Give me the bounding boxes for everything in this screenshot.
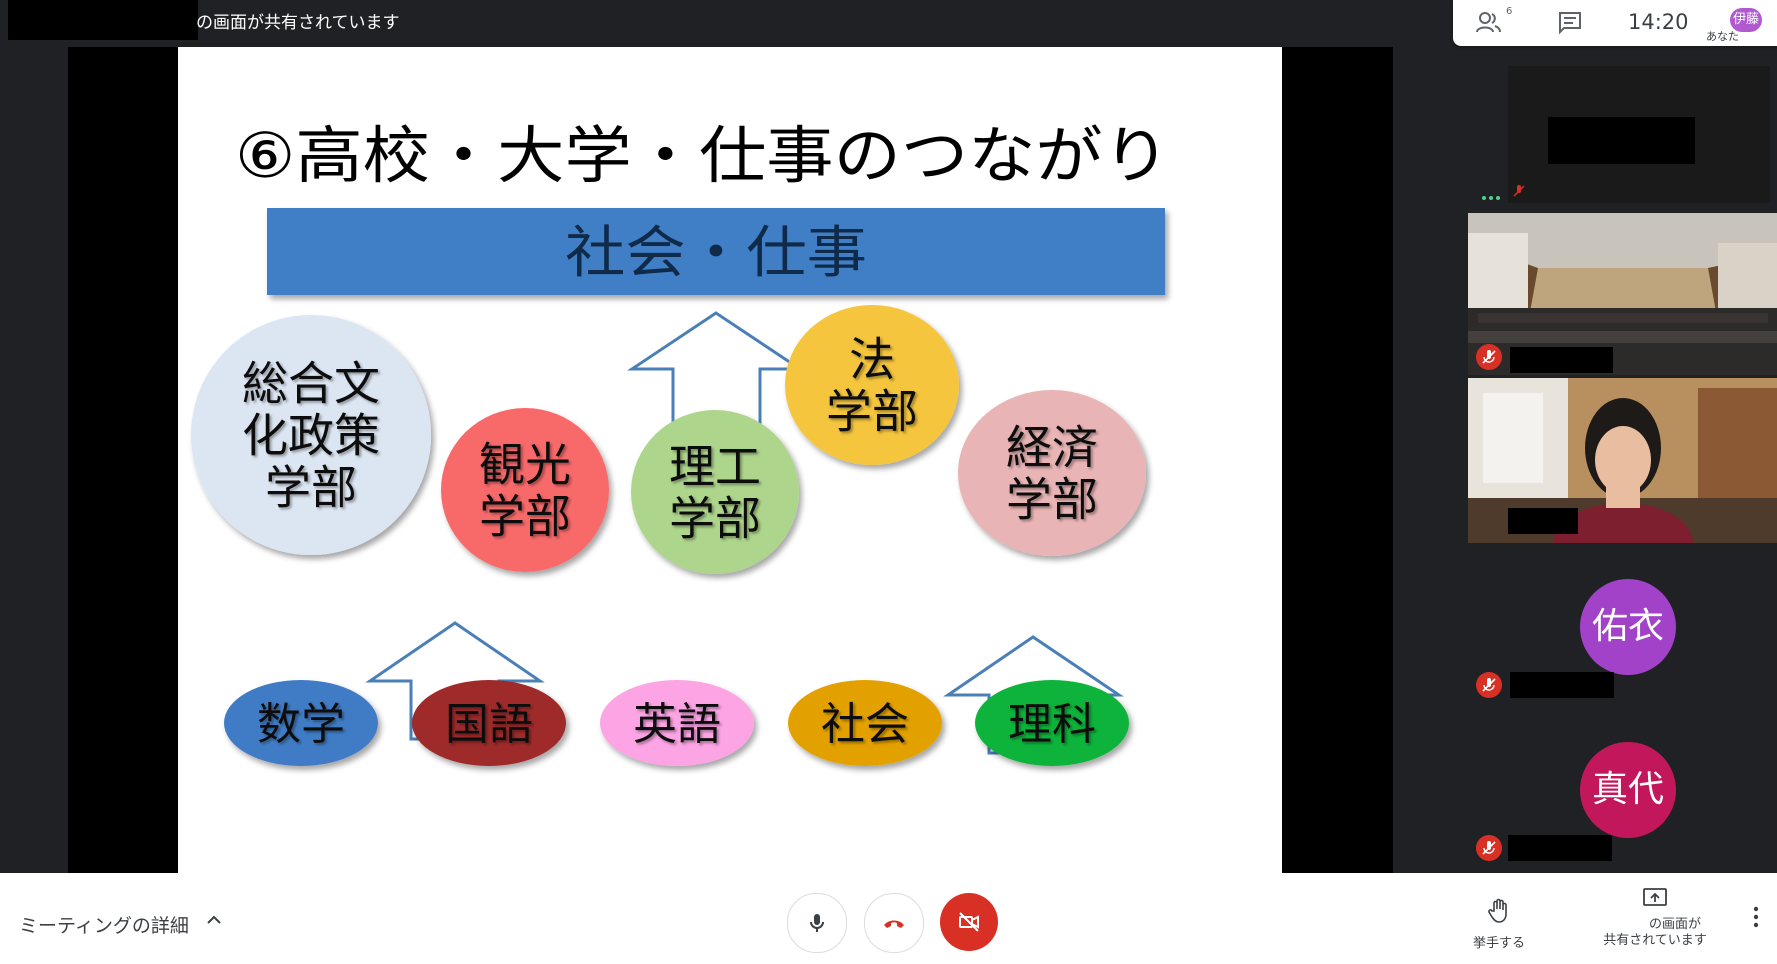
subject-label: 英語 bbox=[633, 699, 721, 750]
participant-name-redacted bbox=[1548, 117, 1695, 164]
mic-off-icon bbox=[1482, 678, 1496, 692]
mic-off-icon bbox=[1482, 841, 1496, 855]
bottom-control-bar: ミーティングの詳細 挙手する の画 bbox=[0, 873, 1777, 964]
subject-oval bbox=[788, 680, 942, 766]
participant-name-redacted bbox=[1510, 347, 1613, 373]
self-label: あなた bbox=[1706, 30, 1739, 43]
participant-initials-avatar: 佑衣 bbox=[1580, 579, 1676, 675]
mic-off-icon bbox=[1512, 183, 1526, 197]
faculty-label: 法 bbox=[849, 333, 895, 387]
hand-icon bbox=[1488, 898, 1507, 923]
faculty-label: 学部 bbox=[265, 461, 357, 515]
presenter-name-redacted bbox=[8, 0, 198, 40]
participant-tile-1[interactable] bbox=[1468, 66, 1777, 203]
participant-name-redacted bbox=[1508, 835, 1612, 861]
subject-label: 国語 bbox=[445, 699, 533, 750]
participant-initials-avatar: 真代 bbox=[1580, 742, 1676, 838]
arrow-up-top bbox=[627, 311, 805, 428]
meeting-clock: 14:20 bbox=[1628, 10, 1689, 34]
faculty-label: 経済 bbox=[1006, 421, 1098, 475]
slide-title: ⑥高校・大学・仕事のつながり bbox=[235, 119, 1170, 192]
raise-hand-button[interactable]: 挙手する bbox=[1464, 898, 1534, 951]
participant-tile-classroom[interactable] bbox=[1468, 213, 1777, 375]
meeting-details-button[interactable]: ミーティングの詳細 bbox=[19, 915, 189, 937]
more-options-button[interactable] bbox=[1752, 905, 1760, 929]
faculty-circle bbox=[785, 305, 959, 465]
faculty-circle bbox=[958, 390, 1146, 556]
more-vert-icon bbox=[1753, 906, 1759, 928]
chat-button[interactable] bbox=[1557, 10, 1583, 36]
participant-tile-speaker[interactable] bbox=[1468, 378, 1777, 543]
slide-canvas: ⑥高校・大学・仕事のつながり 社会・仕事 総合文化政策学部観光学部理工学部法学部… bbox=[191, 119, 1170, 766]
subject-label: 数学 bbox=[257, 699, 345, 750]
faculty-circles: 総合文化政策学部観光学部理工学部法学部経済学部 bbox=[191, 305, 1146, 574]
faculty-label: 学部 bbox=[826, 385, 918, 439]
subject-oval bbox=[224, 680, 378, 766]
participant-tile-yui[interactable]: 佑衣 bbox=[1468, 547, 1777, 710]
self-avatar[interactable]: 伊藤 bbox=[1730, 8, 1762, 32]
subject-oval bbox=[600, 680, 754, 766]
subject-oval bbox=[975, 680, 1129, 766]
speaker-video bbox=[1468, 378, 1777, 543]
hang-up-icon bbox=[884, 920, 904, 928]
present-screen-icon bbox=[1643, 888, 1667, 906]
mic-off-badge bbox=[1476, 344, 1502, 370]
shared-slide: ⑥高校・大学・仕事のつながり 社会・仕事 総合文化政策学部観光学部理工学部法学部… bbox=[178, 47, 1282, 873]
camera-button[interactable] bbox=[940, 893, 998, 951]
subject-label: 理科 bbox=[1008, 699, 1096, 750]
participant-tile-mayo[interactable]: 真代 bbox=[1468, 710, 1777, 873]
present-label-line1: の画面が bbox=[1648, 917, 1701, 932]
meeting-header-card: 6 14:20 伊藤 あなた bbox=[1453, 0, 1777, 46]
subject-label: 社会 bbox=[821, 699, 909, 750]
faculty-label: 化政策 bbox=[242, 409, 380, 463]
top-bar bbox=[0, 0, 1453, 47]
present-now-button[interactable]: の画面が 共有されています bbox=[1590, 887, 1720, 949]
mic-off-icon bbox=[1482, 350, 1496, 364]
present-label-line2: 共有されています bbox=[1603, 933, 1707, 948]
leave-call-button[interactable] bbox=[864, 893, 924, 953]
faculty-circle bbox=[191, 315, 431, 555]
participants-button[interactable]: 6 bbox=[1476, 6, 1512, 36]
faculty-label: 理工 bbox=[669, 440, 761, 494]
screen-share-notice: の画面が共有されています bbox=[196, 13, 400, 33]
faculty-label: 総合文 bbox=[242, 357, 380, 411]
mic-off-badge bbox=[1476, 672, 1502, 698]
faculty-label: 学部 bbox=[479, 490, 571, 544]
banner-label: 社会・仕事 bbox=[565, 221, 867, 286]
participants-count: 6 bbox=[1506, 6, 1513, 17]
more-dots-icon bbox=[1482, 185, 1500, 200]
society-work-banner bbox=[267, 208, 1165, 295]
microphone-button[interactable] bbox=[787, 893, 847, 953]
faculty-circle bbox=[441, 408, 609, 572]
faculty-label: 学部 bbox=[669, 492, 761, 546]
chat-icon bbox=[1559, 12, 1581, 35]
raise-hand-label: 挙手する bbox=[1472, 936, 1525, 951]
faculty-label: 学部 bbox=[1006, 473, 1098, 527]
participant-name-redacted bbox=[1508, 508, 1578, 534]
faculty-circle bbox=[631, 410, 799, 574]
faculty-label: 観光 bbox=[479, 438, 571, 492]
present-label: の画面が 共有されています bbox=[1590, 917, 1720, 949]
subject-oval bbox=[412, 680, 566, 766]
participant-name-redacted bbox=[1510, 672, 1614, 698]
camera-off-icon bbox=[959, 912, 979, 932]
chevron-up-icon[interactable] bbox=[205, 911, 223, 929]
subject-ovals: 数学 国語 英語 社会 理科 bbox=[224, 680, 1129, 766]
people-icon bbox=[1476, 12, 1501, 33]
microphone-icon bbox=[810, 914, 824, 932]
mic-off-badge bbox=[1476, 835, 1502, 861]
